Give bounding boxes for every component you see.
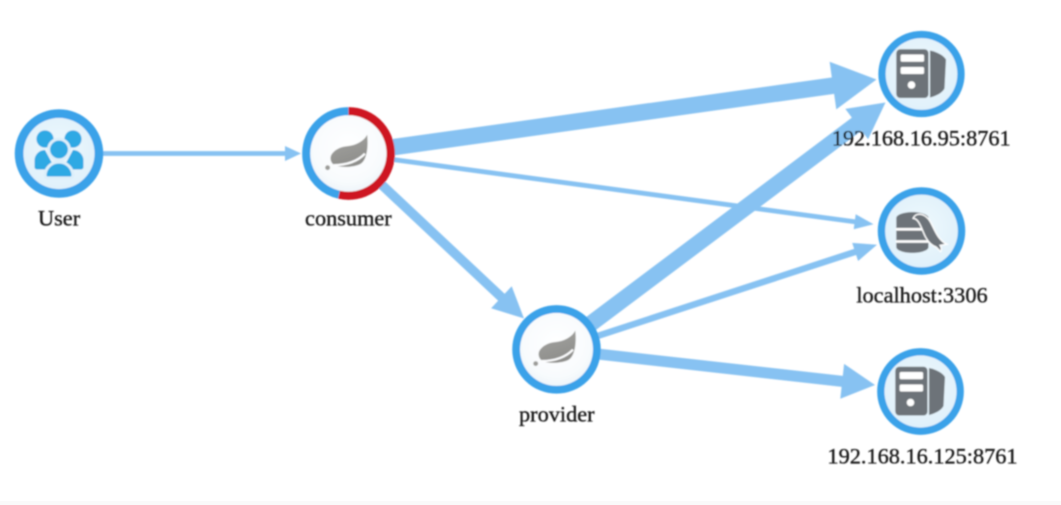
svg-text:localhost:3306: localhost:3306 [856, 283, 987, 308]
svg-text:provider: provider [519, 402, 595, 427]
svg-text:192.168.16.95:8761: 192.168.16.95:8761 [832, 126, 1011, 151]
svg-text:User: User [38, 206, 81, 231]
svg-text:consumer: consumer [305, 206, 392, 231]
svg-text:192.168.16.125:8761: 192.168.16.125:8761 [827, 444, 1017, 469]
